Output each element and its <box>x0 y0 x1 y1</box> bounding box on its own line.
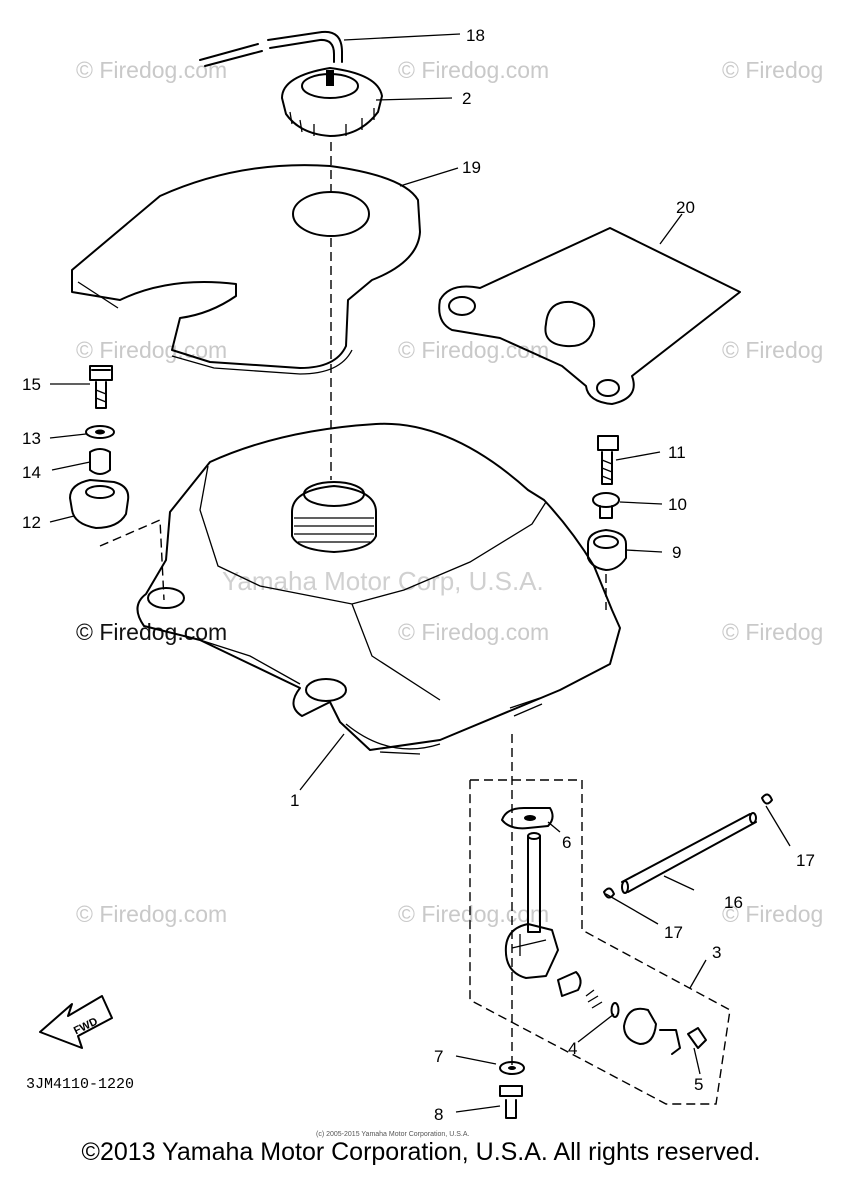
callout-13: 13 <box>22 429 41 448</box>
callout-4: 4 <box>568 1039 577 1058</box>
watermark: © Firedog <box>722 619 823 645</box>
part-19-tank-pad <box>71 164 421 375</box>
small-copyright: (c) 2005-2015 Yamaha Motor Corporation, … <box>316 1131 469 1138</box>
watermark: © Firedog.com <box>398 337 549 363</box>
watermark: © Firedog.com <box>76 57 227 83</box>
callout-3: 3 <box>712 943 721 962</box>
part-20-gasket <box>438 227 741 405</box>
callout-6: 6 <box>562 833 571 852</box>
callout-5: 5 <box>694 1075 703 1094</box>
watermark: © Firedog.com <box>398 57 549 83</box>
fwd-arrow-icon: FWD <box>39 995 113 1049</box>
callout-17: 17 <box>796 851 815 870</box>
watermark: © Firedog.com <box>398 901 549 927</box>
diagram-code: 3JM4110-1220 <box>26 1076 134 1093</box>
callout-18: 18 <box>466 26 485 45</box>
callout-12: 12 <box>22 513 41 532</box>
right-mount-parts <box>587 435 627 610</box>
callout-11: 11 <box>668 443 686 462</box>
watermark: © Firedog.com <box>398 619 549 645</box>
callout-8: 8 <box>434 1105 443 1124</box>
callout-15: 15 <box>22 375 41 394</box>
fwd-label: FWD <box>72 1016 100 1038</box>
watermark-yamaha: Yamaha Motor Corp, U.S.A. <box>222 566 544 596</box>
watermark: © Firedog.com <box>76 901 227 927</box>
callout-9: 9 <box>672 543 681 562</box>
watermark-layer: © Firedog.com © Firedog.com © Firedog © … <box>76 57 823 927</box>
callout-10: 10 <box>668 495 687 514</box>
left-mount-parts <box>69 365 165 601</box>
watermark: © Firedog.com <box>76 337 227 363</box>
callouts: 18 2 19 20 15 13 14 12 11 10 9 1 6 17 16… <box>22 26 815 1124</box>
callout-20: 20 <box>676 198 695 217</box>
part-1-fuel-tank <box>136 422 621 755</box>
watermark: © Firedog <box>722 337 823 363</box>
watermark: © Firedog <box>722 57 823 83</box>
part-18-breather-hose <box>199 30 343 67</box>
callout-14: 14 <box>22 463 41 482</box>
fuel-cock-assembly <box>469 779 731 1119</box>
callout-7: 7 <box>434 1047 443 1066</box>
leader-lines <box>49 33 791 1113</box>
assembly-lines <box>330 142 513 1070</box>
callout-19: 19 <box>462 158 481 177</box>
watermark: © Firedog <box>722 901 823 927</box>
callout-2: 2 <box>462 89 471 108</box>
part-2-fuel-cap <box>281 67 383 137</box>
callout-1: 1 <box>290 791 299 810</box>
callout-16: 16 <box>724 893 743 912</box>
part-16-fuel-hose <box>603 793 773 899</box>
callout-17-lower: 17 <box>664 923 683 942</box>
copyright-footer: ©2013 Yamaha Motor Corporation, U.S.A. A… <box>81 1138 761 1166</box>
